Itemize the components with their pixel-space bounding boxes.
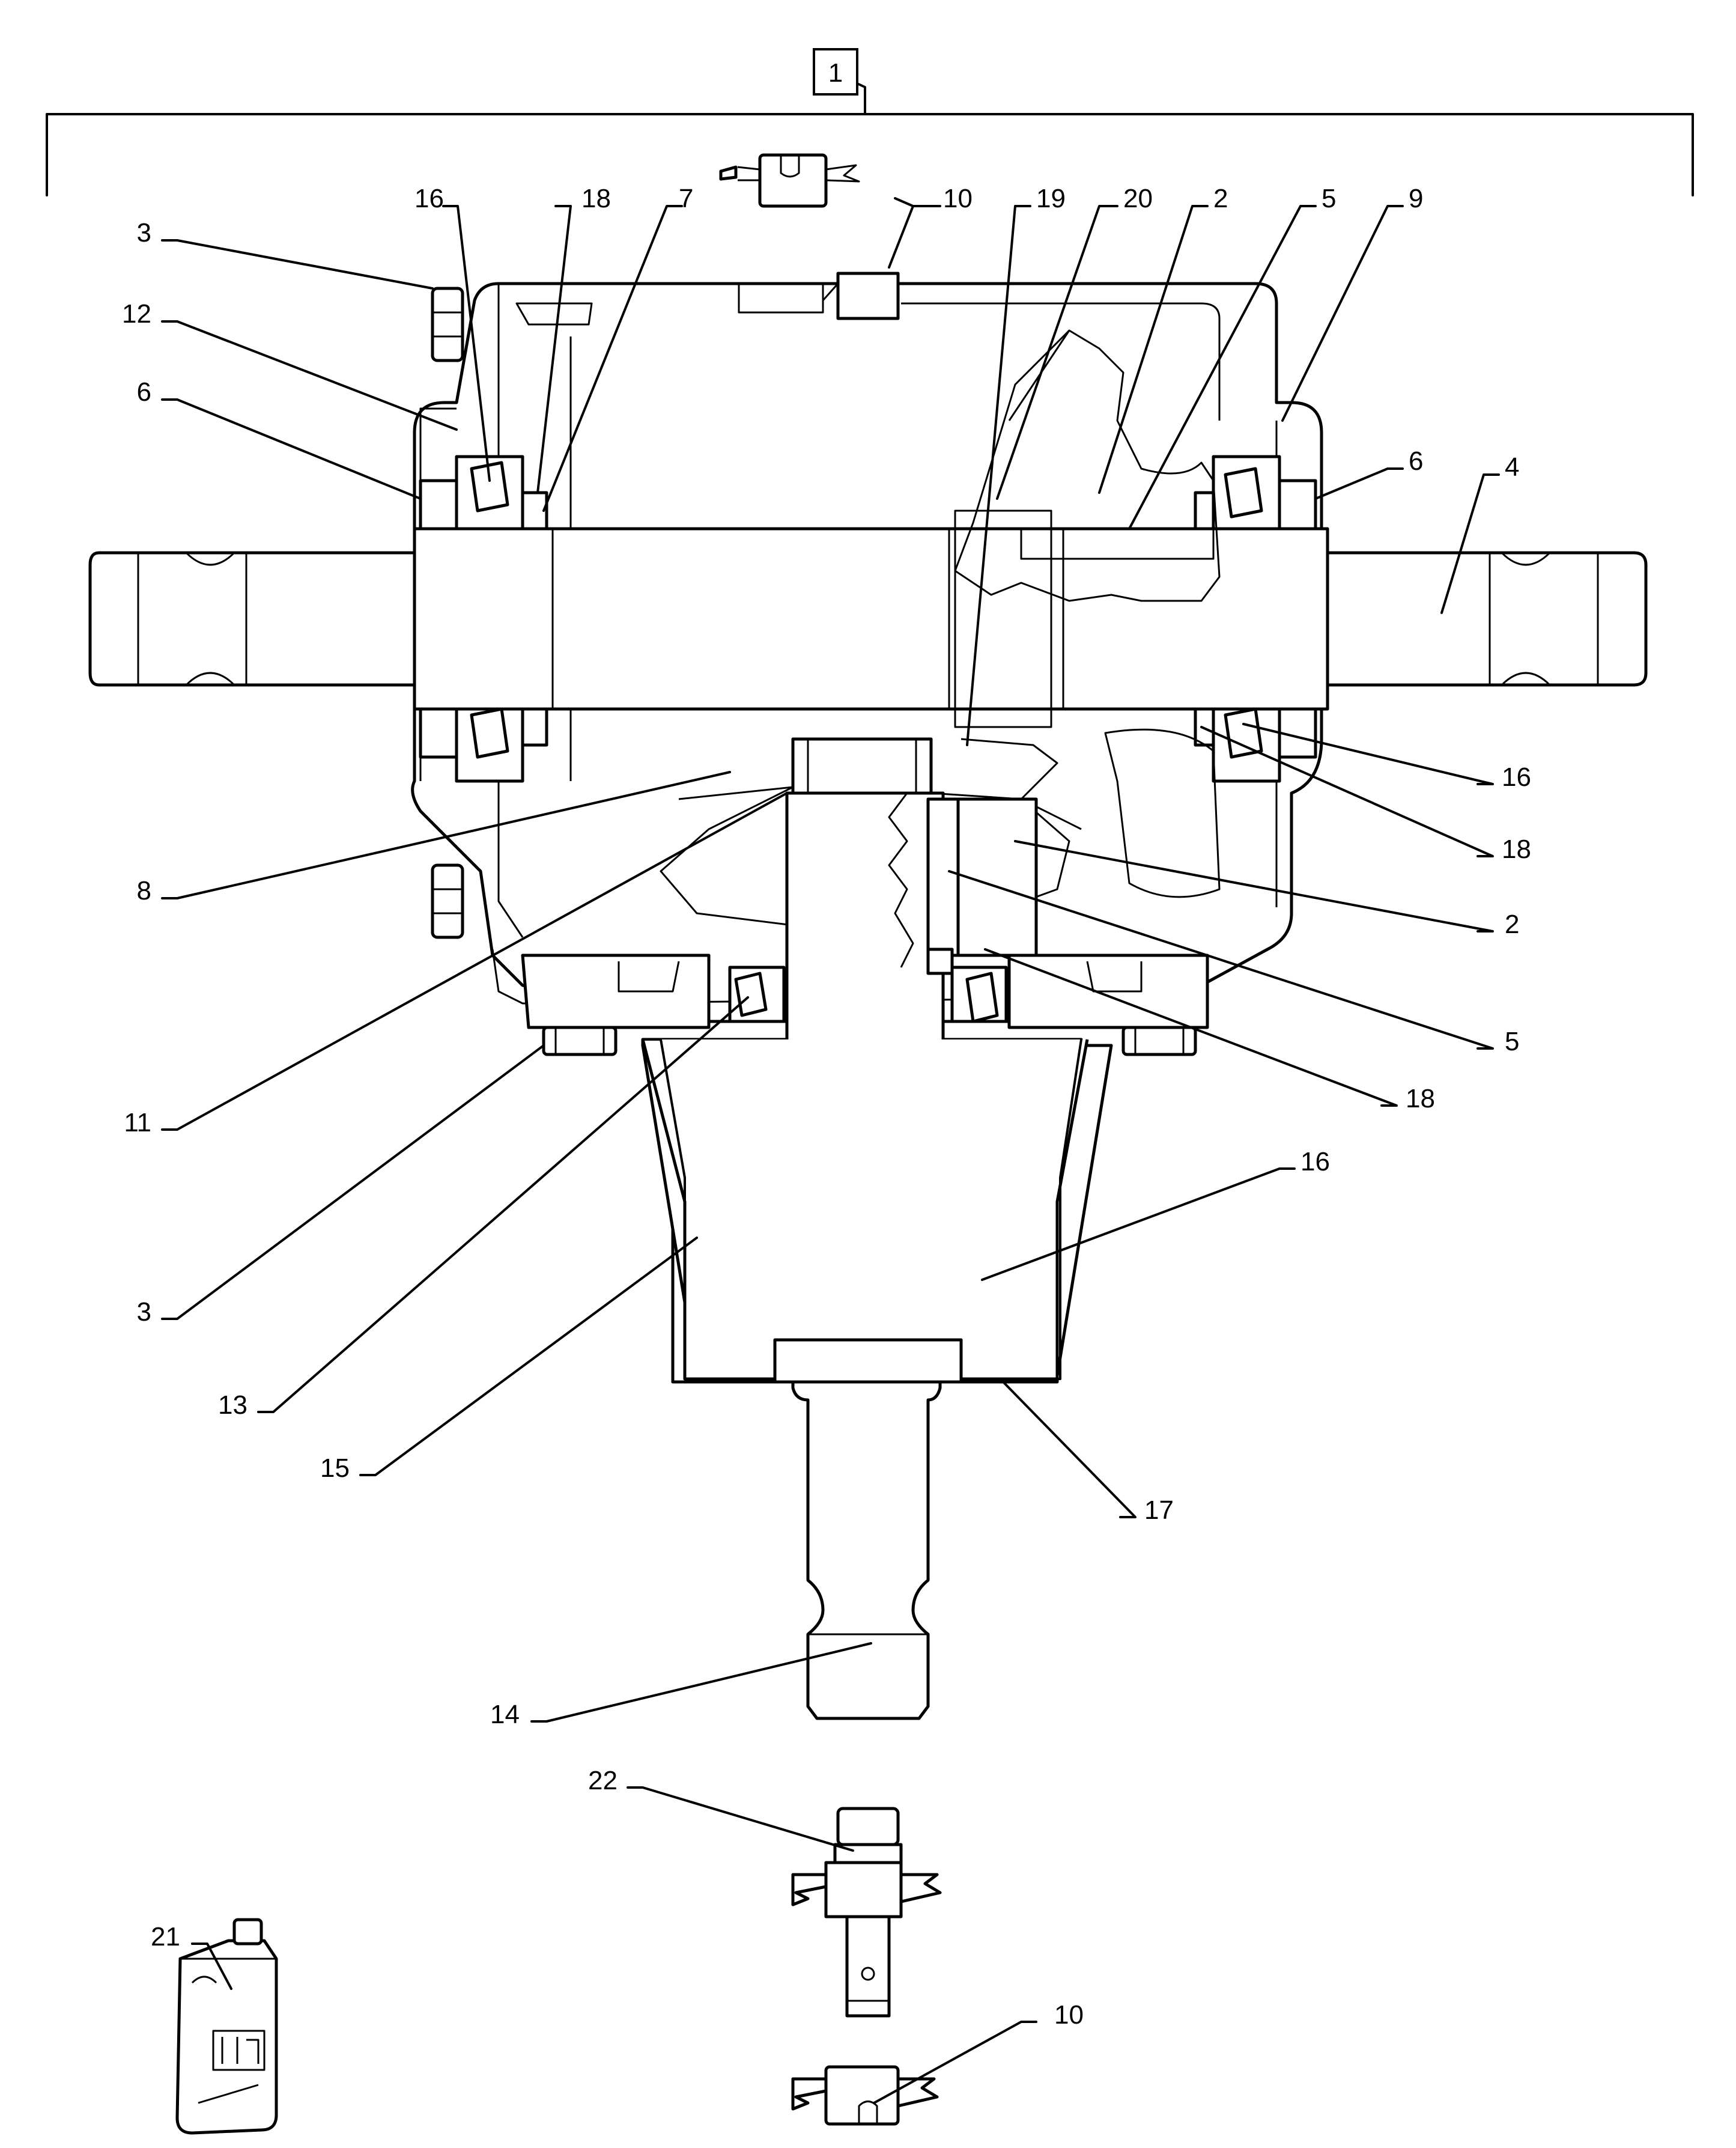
- oil-container: [175, 1918, 278, 2135]
- callout-2-right: 2: [1505, 910, 1519, 939]
- assembly-callout: 1: [828, 58, 843, 88]
- callout-14: 14: [490, 1700, 520, 1729]
- callout-11: 11: [124, 1108, 151, 1137]
- callout-10-top: 10: [943, 184, 973, 213]
- callout-22: 22: [588, 1766, 618, 1795]
- callout-8: 8: [137, 876, 151, 905]
- callout-18-mid: 18: [1406, 1084, 1435, 1113]
- breather-plug: [791, 1807, 942, 2018]
- callout-12: 12: [122, 299, 151, 329]
- callout-19: 19: [1036, 184, 1066, 213]
- callout-18-right: 18: [1502, 835, 1531, 864]
- callout-17: 17: [1144, 1495, 1174, 1525]
- callout-16-top: 16: [414, 184, 444, 213]
- callout-2-top: 2: [1213, 184, 1228, 213]
- callout-9: 9: [1409, 184, 1423, 213]
- callout-15: 15: [320, 1453, 350, 1483]
- callout-16-low: 16: [1300, 1147, 1330, 1176]
- callout-3-top: 3: [137, 218, 151, 248]
- callout-6-left: 6: [137, 377, 151, 407]
- horizontal-shaft: [88, 510, 1648, 728]
- callout-labels: 3 12 6 16 18 7 10 19 20 2 5 9 6 4 16 18 …: [122, 184, 1531, 2030]
- vent-plug-top: [719, 153, 860, 208]
- callout-4: 4: [1505, 452, 1519, 482]
- callout-5-right: 5: [1505, 1027, 1519, 1056]
- drain-plug-bottom: [791, 2065, 939, 2126]
- callout-18-top: 18: [581, 184, 611, 213]
- callout-5-top: 5: [1322, 184, 1336, 213]
- assembly-bracket: 1: [46, 48, 1694, 196]
- callout-21: 21: [151, 1922, 180, 1952]
- callout-13: 13: [218, 1390, 247, 1420]
- callout-20: 20: [1123, 184, 1153, 213]
- housing-flange-left: [521, 954, 711, 1056]
- housing-flange-right: [1007, 954, 1209, 1056]
- bearings-horizontal: [419, 455, 1317, 783]
- callout-7: 7: [679, 184, 693, 213]
- lower-housing: [641, 1038, 1089, 1384]
- callout-3-bottom: 3: [137, 1297, 151, 1327]
- output-shaft: [791, 1380, 942, 1720]
- callout-6-right: 6: [1409, 446, 1423, 476]
- leader-lines: [161, 197, 1500, 2104]
- callout-10-bottom: 10: [1054, 2000, 1084, 2030]
- bolt-top-left: [431, 287, 464, 939]
- callout-16-right: 16: [1502, 762, 1531, 792]
